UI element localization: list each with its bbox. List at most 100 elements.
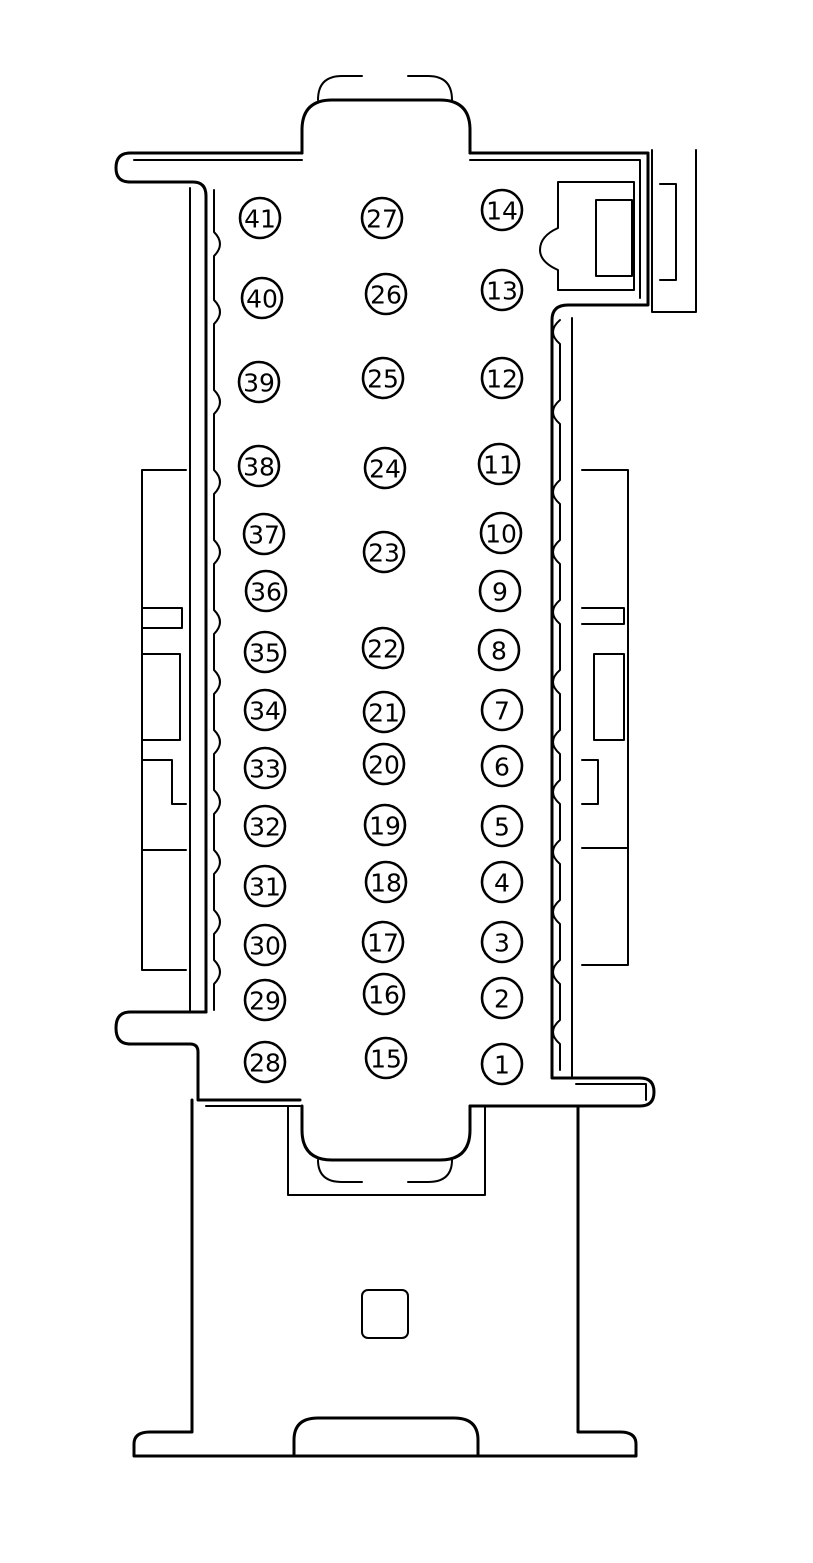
lower-tab <box>292 1416 480 1458</box>
pin-circle <box>243 804 287 848</box>
pin-label: 9 <box>492 578 508 607</box>
right-scalloped-edge <box>552 319 561 1071</box>
pin-label: 3 <box>494 929 510 958</box>
pin-label: 27 <box>366 205 398 234</box>
pin-circle <box>237 444 281 488</box>
pin-label: 4 <box>494 869 510 898</box>
pin-circle <box>362 530 406 574</box>
pin-circle <box>480 920 524 964</box>
pin-label: 35 <box>249 639 281 668</box>
pin-circle <box>243 746 287 790</box>
pin-15: 15 <box>364 1036 408 1080</box>
pin-circle <box>240 276 284 320</box>
pin-11: 11 <box>477 442 521 486</box>
pin-label: 11 <box>483 451 515 480</box>
pin-label: 12 <box>486 365 518 394</box>
pin-label: 22 <box>367 635 399 664</box>
pin-27: 27 <box>360 196 404 240</box>
pin-circle <box>237 360 281 404</box>
pin-label: 8 <box>491 637 507 666</box>
pin-circle <box>243 978 287 1022</box>
pin-label: 5 <box>494 813 510 842</box>
pin-circle <box>361 356 405 400</box>
pin-37: 37 <box>242 512 286 556</box>
pin-circle <box>363 446 407 490</box>
pin-label: 30 <box>249 932 281 961</box>
pin-label: 39 <box>243 369 275 398</box>
pin-circle <box>238 196 282 240</box>
pin-20: 20 <box>362 742 406 786</box>
pin-label: 10 <box>485 520 517 549</box>
pin-circle <box>244 569 288 613</box>
pin-label: 6 <box>494 753 510 782</box>
pin-13: 13 <box>480 268 524 312</box>
pin-7: 7 <box>480 688 524 732</box>
pin-8: 8 <box>477 628 521 672</box>
pin-label: 14 <box>486 197 518 226</box>
pin-circle <box>480 976 524 1020</box>
pin-24: 24 <box>363 446 407 490</box>
pin-label: 18 <box>370 869 402 898</box>
pin-label: 31 <box>249 873 281 902</box>
right-clip <box>539 181 635 291</box>
pin-3: 3 <box>480 920 524 964</box>
pin-label: 23 <box>368 539 400 568</box>
pin-19: 19 <box>363 803 407 847</box>
pin-circle <box>480 804 524 848</box>
pin-label: 15 <box>370 1045 402 1074</box>
pin-circle <box>360 196 404 240</box>
pin-circle <box>362 972 406 1016</box>
pin-circle <box>361 920 405 964</box>
pin-circle <box>243 923 287 967</box>
pin-36: 36 <box>244 569 288 613</box>
top-latch <box>300 98 472 155</box>
pin-label: 36 <box>250 578 282 607</box>
pin-label: 7 <box>494 697 510 726</box>
pin-38: 38 <box>237 444 281 488</box>
pin-22: 22 <box>361 626 405 670</box>
pin-29: 29 <box>243 978 287 1022</box>
top-flange <box>114 151 304 1014</box>
pin-circle <box>364 272 408 316</box>
pin-label: 34 <box>249 697 281 726</box>
pin-circle <box>479 511 523 555</box>
lower-body <box>132 1098 638 1458</box>
pin-label: 16 <box>368 981 400 1010</box>
pin-41: 41 <box>238 196 282 240</box>
pin-39: 39 <box>237 360 281 404</box>
pin-label: 2 <box>494 985 510 1014</box>
pin-circle <box>364 860 408 904</box>
pin-25: 25 <box>361 356 405 400</box>
bottom-latch-hook-left <box>317 1159 363 1183</box>
pin-label: 33 <box>249 755 281 784</box>
bottom-latch <box>300 1104 472 1162</box>
pin-circle <box>243 688 287 732</box>
pin-circle <box>477 628 521 672</box>
pin-circle <box>480 744 524 788</box>
pin-circle <box>243 1040 287 1084</box>
pin-1: 1 <box>480 1042 524 1086</box>
pin-label: 37 <box>248 521 280 550</box>
pin-label: 19 <box>369 812 401 841</box>
pin-label: 1 <box>494 1051 510 1080</box>
pin-32: 32 <box>243 804 287 848</box>
pin-circle <box>477 442 521 486</box>
pin-circle <box>243 630 287 674</box>
pin-circle <box>480 1042 524 1086</box>
right-side-latch <box>581 469 629 966</box>
pin-circle <box>480 356 524 400</box>
pin-14: 14 <box>480 188 524 232</box>
pin-40: 40 <box>240 276 284 320</box>
pin-circle <box>362 690 406 734</box>
pin-label: 38 <box>243 453 275 482</box>
top-latch-hook-right <box>407 75 453 101</box>
pin-circle <box>243 864 287 908</box>
pin-label: 41 <box>244 205 276 234</box>
pin-array: 1413121110987654321272625242322212019181… <box>237 188 524 1086</box>
top-flange-right <box>468 151 650 1070</box>
left-scalloped-edge <box>213 189 221 1011</box>
bottom-flange-left <box>114 1010 302 1102</box>
pin-4: 4 <box>480 860 524 904</box>
pin-2: 2 <box>480 976 524 1020</box>
